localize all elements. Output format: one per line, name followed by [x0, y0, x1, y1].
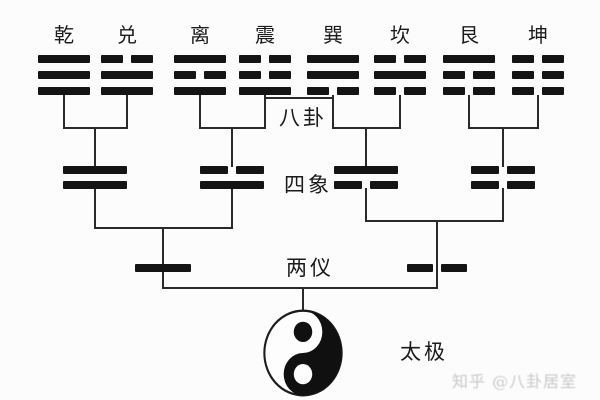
trigram-glyph-kan — [374, 55, 426, 95]
stems-to-sixiang — [94, 128, 504, 167]
broken-yao-line — [239, 55, 291, 63]
trigram-column-kan: 坎 — [374, 23, 426, 95]
trigram-column-kun: 坤 — [512, 23, 564, 95]
sixiang-taiyin — [471, 166, 535, 189]
watermark-zhihu: 知乎 @八卦居室 — [452, 372, 578, 391]
solid-yao-line — [239, 87, 291, 95]
trigram-glyph-li — [174, 55, 226, 95]
solid-yao-line — [38, 71, 90, 79]
solid-yao-line — [135, 264, 191, 272]
sixiang-taiyang — [63, 166, 127, 189]
taiji-yin-dot — [293, 321, 313, 342]
broken-yao-line — [443, 71, 495, 79]
broken-yao-line — [512, 55, 564, 63]
trigram-column-xun: 巽 — [307, 23, 359, 95]
trigram-glyph-qian — [38, 55, 90, 95]
liangyi-label: 两仪 — [286, 256, 334, 280]
solid-yao-line — [374, 71, 426, 79]
trigram-column-gen: 艮 — [443, 23, 495, 95]
trigram-label-gen: 艮 — [459, 23, 479, 47]
trigram-column-li: 离 — [174, 23, 226, 95]
trigram-column-zhen: 震 — [239, 23, 291, 95]
trigram-column-dui: 兑 — [101, 23, 153, 95]
broken-yao-line — [334, 181, 398, 189]
taiji-label: 太极 — [400, 340, 448, 364]
bracket-liangyi — [162, 287, 438, 312]
solid-yao-line — [174, 55, 226, 63]
bagua-label: 八卦 — [279, 106, 327, 130]
broken-yao-line — [101, 55, 153, 63]
liangyi-yin-bar — [407, 264, 467, 272]
sixiang-label: 四象 — [284, 173, 332, 197]
solid-yao-line — [443, 55, 495, 63]
bracket-sixiang-left — [94, 188, 233, 229]
broken-yao-line — [239, 71, 291, 79]
trigram-glyph-zhen — [239, 55, 291, 95]
solid-yao-line — [307, 55, 359, 63]
solid-yao-line — [174, 87, 226, 95]
solid-yao-line — [101, 71, 153, 79]
broken-yao-line — [374, 55, 426, 63]
bracket-li-zhen — [199, 95, 266, 129]
trigram-glyph-gen — [443, 55, 495, 95]
solid-yao-line — [63, 181, 127, 189]
trigram-column-qian: 乾 — [38, 23, 90, 95]
trigram-label-kan: 坎 — [390, 23, 410, 47]
broken-yao-line — [471, 181, 535, 189]
bracket-qian-dui — [63, 95, 128, 129]
solid-yao-line — [334, 166, 398, 174]
taiji-yang-dot — [293, 364, 313, 385]
trigram-label-dui: 兑 — [117, 23, 137, 47]
taiji-yinyang-symbol — [263, 309, 343, 397]
trigram-label-xun: 巽 — [323, 23, 343, 47]
broken-yao-line — [174, 71, 226, 79]
solid-yao-line — [307, 71, 359, 79]
broken-yao-line — [374, 87, 426, 95]
bracket-gen-kun — [468, 95, 539, 129]
trigram-label-kun: 坤 — [528, 23, 548, 47]
broken-yao-line — [471, 166, 535, 174]
broken-yao-line — [512, 71, 564, 79]
broken-yao-line — [307, 87, 359, 95]
trigram-label-qian: 乾 — [54, 23, 74, 47]
trigram-glyph-xun — [307, 55, 359, 95]
stems-to-liangyi — [162, 221, 438, 288]
solid-yao-line — [101, 87, 153, 95]
solid-yao-line — [38, 55, 90, 63]
solid-yao-line — [38, 87, 90, 95]
bracket-xun-kan — [332, 95, 401, 129]
broken-yao-line — [200, 166, 264, 174]
trigram-glyph-dui — [101, 55, 153, 95]
bracket-sixiang-right — [365, 188, 504, 222]
broken-yao-line — [443, 87, 495, 95]
solid-yao-line — [63, 166, 127, 174]
trigram-label-li: 离 — [190, 23, 210, 47]
broken-yao-line — [512, 87, 564, 95]
broken-yao-line — [407, 264, 467, 272]
trigram-glyph-kun — [512, 55, 564, 95]
trigram-label-zhen: 震 — [255, 23, 275, 47]
sixiang-shaoyin — [200, 166, 264, 189]
solid-yao-line — [200, 181, 264, 189]
liangyi-yang-bar — [135, 264, 191, 272]
sixiang-shaoyang — [334, 166, 398, 189]
